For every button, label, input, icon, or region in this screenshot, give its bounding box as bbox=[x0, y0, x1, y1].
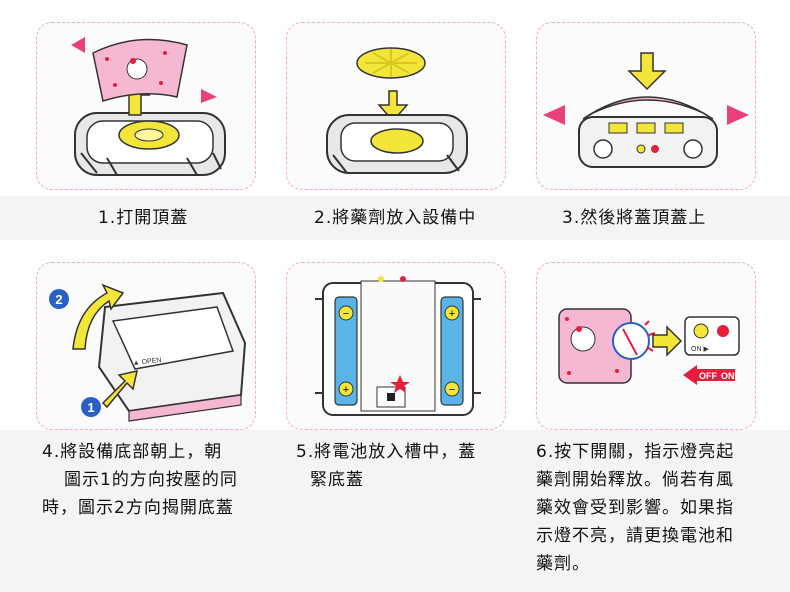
step-3-caption: 3.然後將蓋頂蓋上 bbox=[562, 208, 707, 228]
caption-band-top bbox=[0, 196, 790, 240]
caption-band-bottom bbox=[0, 430, 790, 592]
step-2-illustration bbox=[286, 22, 506, 190]
zoom-circle bbox=[612, 320, 656, 360]
battery-right: + − bbox=[440, 296, 464, 406]
lid-cover bbox=[92, 38, 188, 102]
device-body bbox=[578, 116, 718, 168]
step-5-illustration: − + + − bbox=[286, 262, 506, 430]
off-on-arrow: OFF ON bbox=[683, 365, 735, 385]
svg-text:2: 2 bbox=[55, 292, 62, 307]
pink-pointer-left-icon bbox=[543, 105, 565, 125]
battery-left: − + bbox=[334, 296, 358, 406]
lid-cover bbox=[582, 96, 714, 120]
svg-text:−: − bbox=[343, 308, 349, 320]
pink-pointer-right-icon bbox=[727, 105, 749, 125]
down-arrow-icon bbox=[377, 90, 409, 123]
svg-text:+: + bbox=[449, 308, 455, 320]
down-arrow-icon bbox=[627, 52, 667, 91]
svg-text:1: 1 bbox=[87, 400, 94, 415]
step-2-caption: 2.將藥劑放入設備中 bbox=[314, 208, 477, 228]
svg-text:−: − bbox=[449, 384, 455, 396]
step-6-caption: 6.按下開關，指示燈亮起 藥劑開始釋放。倘若有風 藥效會受到影響。如果指 示燈不… bbox=[536, 442, 735, 574]
push-arrow-icon bbox=[101, 370, 138, 409]
open-label: ▲ OPEN bbox=[132, 357, 161, 367]
badge-1: 1 bbox=[81, 397, 101, 417]
pink-pointer-right-icon bbox=[201, 89, 217, 103]
step-5-caption: 5.將電池放入槽中，蓋 緊底蓋 bbox=[296, 442, 477, 490]
step-1-caption: 1.打開頂蓋 bbox=[98, 208, 189, 228]
pink-pointer-left-icon bbox=[71, 37, 85, 53]
device-front bbox=[558, 308, 632, 384]
svg-text:ON: ON bbox=[721, 371, 735, 381]
step-3-illustration bbox=[536, 22, 756, 190]
step-4-caption: 4.將設備底部朝上，朝 圖示1的方向按壓的同 時，圖示2方向揭開底蓋 bbox=[42, 442, 238, 518]
step-4-illustration: ▲ OPEN 2 1 bbox=[36, 262, 256, 430]
step-1-illustration bbox=[36, 22, 256, 190]
medicine-disc bbox=[118, 120, 180, 150]
switch-panel: ON ▶ bbox=[684, 316, 740, 356]
svg-text:+: + bbox=[343, 384, 349, 396]
right-arrow-icon bbox=[652, 325, 683, 357]
rotate-arrow-icon bbox=[72, 283, 125, 350]
device-base bbox=[326, 114, 468, 174]
device-flipped: ▲ OPEN bbox=[97, 291, 247, 422]
battery-compartment bbox=[315, 276, 481, 416]
on-indicator-label: ON ▶ bbox=[691, 346, 709, 353]
svg-text:OFF: OFF bbox=[699, 371, 717, 381]
star-icon bbox=[390, 375, 410, 393]
step-6-illustration: ON ▶ OFF ON bbox=[536, 262, 756, 430]
badge-2: 2 bbox=[49, 289, 69, 309]
medicine-disc-floating bbox=[356, 47, 426, 79]
